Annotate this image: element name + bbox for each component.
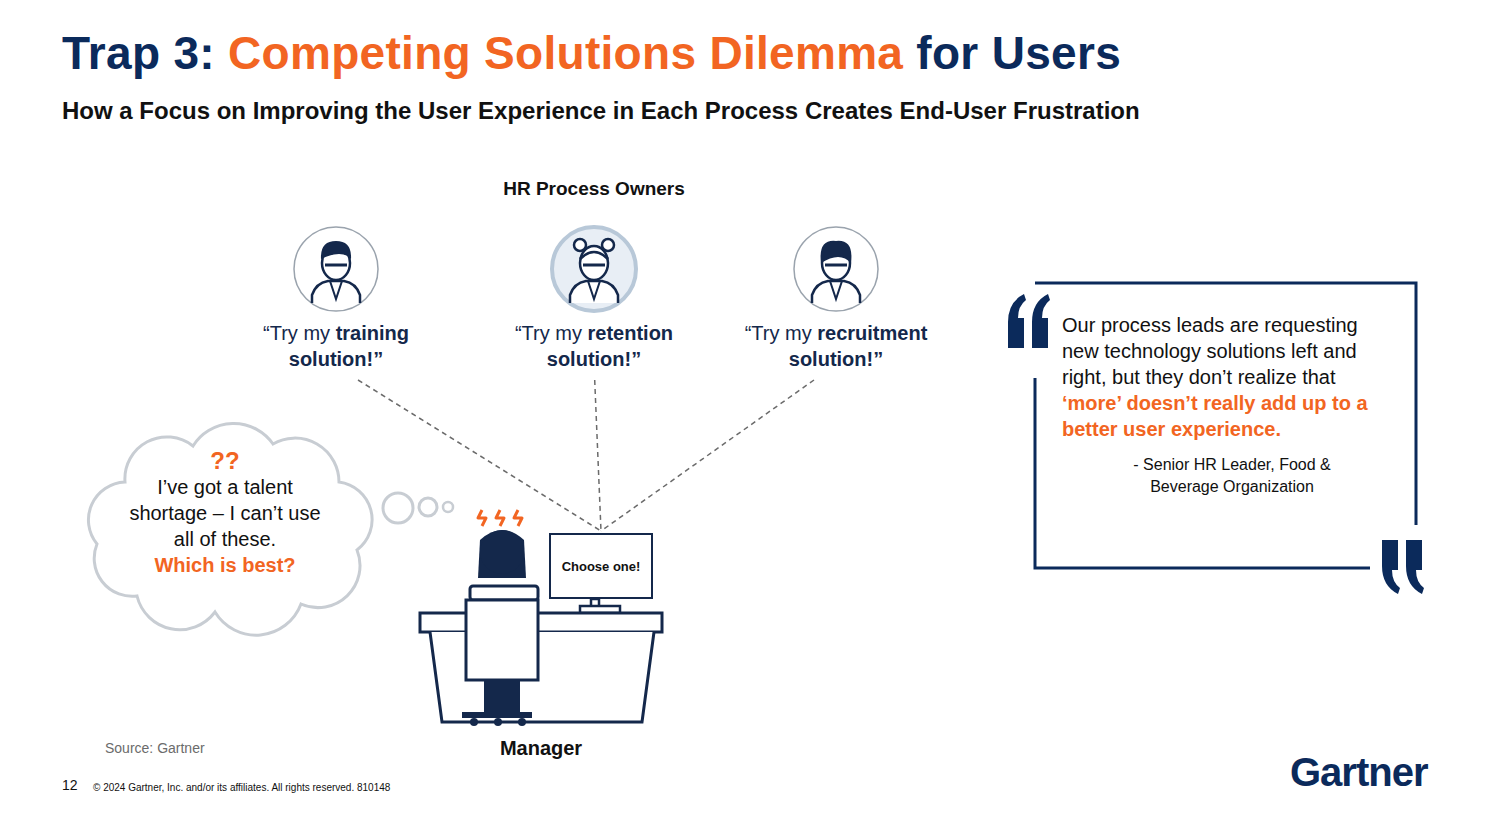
process-owner: “Try my training solution!” — [226, 226, 446, 372]
thought-dot — [383, 493, 413, 523]
desk — [420, 613, 662, 722]
group-heading: HR Process Owners — [503, 178, 685, 200]
source-note: Source: Gartner — [105, 740, 205, 756]
page-title: Trap 3: Competing Solutions Dilemma for … — [62, 26, 1121, 80]
page-number: 12 — [62, 777, 78, 793]
process-owner: “Try my recruitment solution!” — [726, 226, 946, 372]
person-icon — [726, 226, 946, 314]
thought-dot — [419, 498, 437, 516]
question-marks: ?? — [120, 448, 330, 474]
owner-pitch: “Try my training solution!” — [226, 320, 446, 372]
subtitle: How a Focus on Improving the User Experi… — [62, 97, 1140, 125]
quote-frame — [1035, 283, 1416, 568]
quote-marks — [1008, 294, 1424, 594]
owner-pitch: “Try my recruitment solution!” — [726, 320, 946, 372]
copyright: © 2024 Gartner, Inc. and/or its affiliat… — [93, 782, 390, 793]
thought-cloud: ??I’ve got a talent shortage – I can’t u… — [75, 420, 375, 620]
thought-text: I’ve got a talent shortage – I can’t use… — [120, 474, 330, 552]
owner-pitch: “Try my retention solution!” — [484, 320, 704, 372]
person-icon — [484, 226, 704, 314]
thought-dot — [443, 502, 453, 512]
figure-label: Manager — [500, 737, 582, 760]
process-owner: “Try my retention solution!” — [484, 226, 704, 372]
person-icon — [226, 226, 446, 314]
dashed-connector — [601, 380, 814, 531]
quote-attribution: - Senior HR Leader, Food & Beverage Orga… — [1062, 454, 1392, 498]
thought-question: Which is best? — [120, 552, 330, 578]
brand-logo: Gartner — [1290, 750, 1428, 795]
dashed-connector — [358, 380, 601, 531]
monitor-screen: Choose one! — [549, 533, 653, 599]
frustration-marks — [478, 510, 522, 526]
quote-text: Our process leads are requesting new tec… — [1062, 314, 1358, 388]
dashed-connector — [595, 380, 601, 531]
manager-figure — [462, 530, 538, 726]
quote-box: Our process leads are requesting new tec… — [1062, 312, 1392, 498]
screen-text: Choose one! — [562, 559, 641, 574]
quote-emphasis: ‘more’ doesn’t really add up to a better… — [1062, 392, 1368, 440]
